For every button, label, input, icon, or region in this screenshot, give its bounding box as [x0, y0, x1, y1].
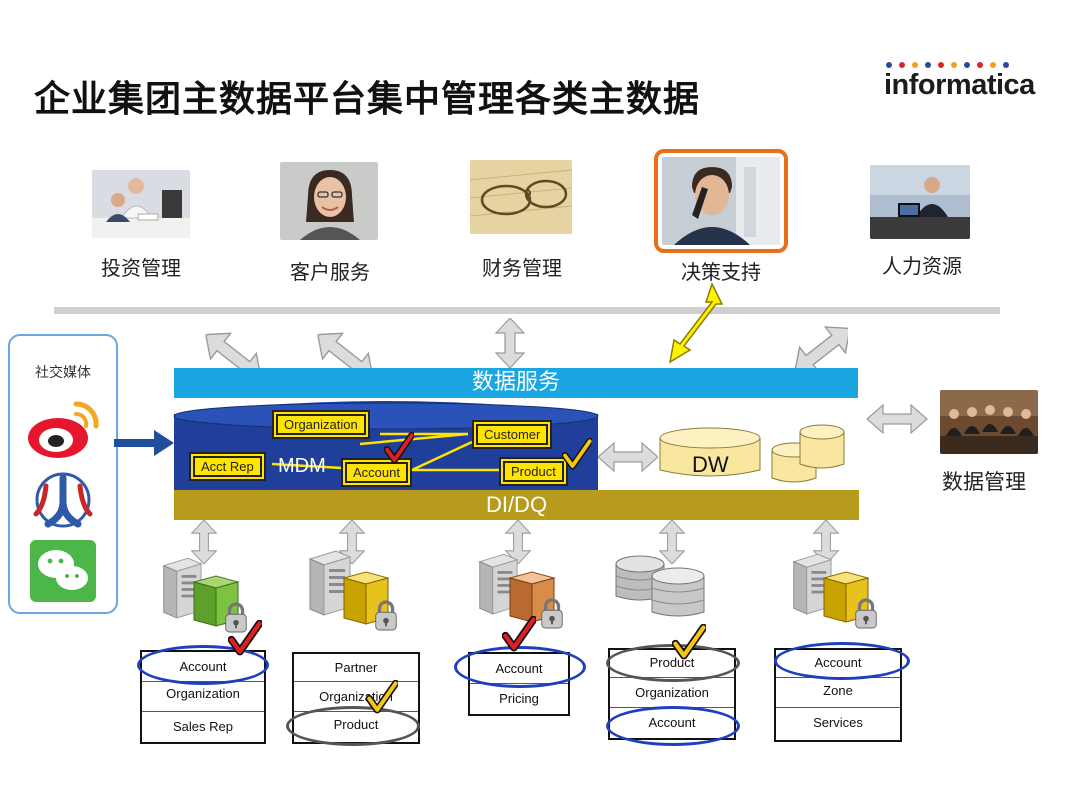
- dept-label-hr: 人力资源: [882, 254, 962, 278]
- source-table-4-row-3: Account: [648, 715, 696, 730]
- source-table-2-row-1: Partner: [294, 654, 418, 682]
- wechat-icon: [30, 540, 96, 602]
- hr-photo: [870, 165, 970, 239]
- bus-arrow-2: [312, 322, 382, 370]
- logo-dot-4: [938, 62, 944, 68]
- bus-arrow-1: [200, 322, 270, 370]
- logo-dot-9: [1003, 62, 1009, 68]
- logo-dot-5: [951, 62, 957, 68]
- data-management-photo: [940, 390, 1038, 454]
- source-table-1-row-3: Sales Rep: [173, 719, 233, 734]
- source-2-check-icon: [366, 680, 398, 714]
- data-management-label: 数据管理: [942, 470, 1026, 494]
- source-4-check-icon: [672, 624, 706, 660]
- logo-dot-6: [964, 62, 970, 68]
- source-table-3-row-2: Pricing: [499, 691, 539, 706]
- logo-dot-8: [990, 62, 996, 68]
- source-table-1-row-1: Account: [142, 652, 264, 682]
- entity-product: Product: [503, 461, 564, 482]
- entity-organization: Organization: [276, 414, 366, 435]
- source-system-3: [476, 552, 576, 638]
- logo-text: informatica: [884, 69, 1035, 101]
- weibo-icon: [28, 401, 99, 458]
- dept-label-finance: 财务管理: [482, 256, 562, 280]
- social-media-panel: 社交媒体: [8, 334, 118, 614]
- source-table-5-row-2: Zone: [776, 678, 900, 708]
- informatica-logo: informatica: [884, 62, 1035, 112]
- logo-dot-0: [886, 62, 892, 68]
- logo-dot-3: [925, 62, 931, 68]
- source-table-5-row-1: Account: [776, 650, 900, 678]
- mdm-label: MDM: [278, 455, 326, 477]
- entity-acct-rep: Acct Rep: [193, 456, 262, 477]
- logo-dot-2: [912, 62, 918, 68]
- dw-management-arrow: [866, 404, 928, 434]
- decision-support-arrow: [668, 282, 724, 364]
- source-table-4-row-2: Organization: [610, 678, 734, 708]
- social-media-title: 社交媒体: [35, 365, 91, 381]
- mdm-dw-arrow: [598, 442, 658, 472]
- mdm-product-check-icon: [562, 438, 592, 470]
- data-warehouse: [659, 424, 845, 483]
- dept-label-decision-support: 决策支持: [681, 260, 761, 284]
- source-1-check-icon: [228, 620, 262, 656]
- source-table-4: Product Organization Account: [608, 648, 736, 740]
- investment-photo: [92, 170, 190, 238]
- source-table-3-row-1: Account: [470, 654, 568, 684]
- source-table-2-row-3: Product: [333, 717, 379, 732]
- source-system-4: [612, 552, 712, 622]
- bus-arrow-3: [495, 318, 525, 368]
- source-table-3: Account Pricing: [468, 652, 570, 716]
- source-table-5-row-3: Services: [813, 715, 863, 730]
- logo-dots: [884, 62, 1034, 68]
- finance-photo: [470, 160, 572, 234]
- source-system-5: [790, 552, 890, 638]
- source-system-1: [160, 556, 260, 642]
- source-system-2: [306, 548, 406, 638]
- dw-label: DW: [692, 452, 729, 477]
- customer-service-photo: [280, 162, 378, 240]
- data-services-bar: 数据服务: [174, 368, 858, 398]
- mdm-account-check-icon: [384, 432, 414, 464]
- dept-label-customer-service: 客户服务: [290, 260, 370, 284]
- source-3-check-icon: [502, 616, 536, 652]
- renren-icon: [33, 472, 93, 528]
- bus-arrow-5: [778, 322, 848, 370]
- source-table-1: Account Organization Sales Rep: [140, 650, 266, 744]
- entity-customer: Customer: [476, 424, 549, 445]
- logo-dot-1: [899, 62, 905, 68]
- social-to-mdm-arrow: [114, 430, 174, 456]
- entity-account: Account: [345, 462, 408, 483]
- logo-dot-7: [977, 62, 983, 68]
- didq-bar: DI/DQ: [174, 490, 859, 520]
- source-table-5: Account Zone Services: [774, 648, 902, 742]
- decision-support-photo: [654, 149, 788, 253]
- source-table-1-row-2: Organization: [142, 682, 264, 712]
- source-table-2-row-2: Organization: [294, 682, 418, 712]
- source-table-2: Partner Organization Product: [292, 652, 420, 744]
- page-title: 企业集团主数据平台集中管理各类主数据: [34, 79, 701, 120]
- dept-label-investment: 投资管理: [101, 256, 181, 280]
- application-bus: [54, 307, 1000, 314]
